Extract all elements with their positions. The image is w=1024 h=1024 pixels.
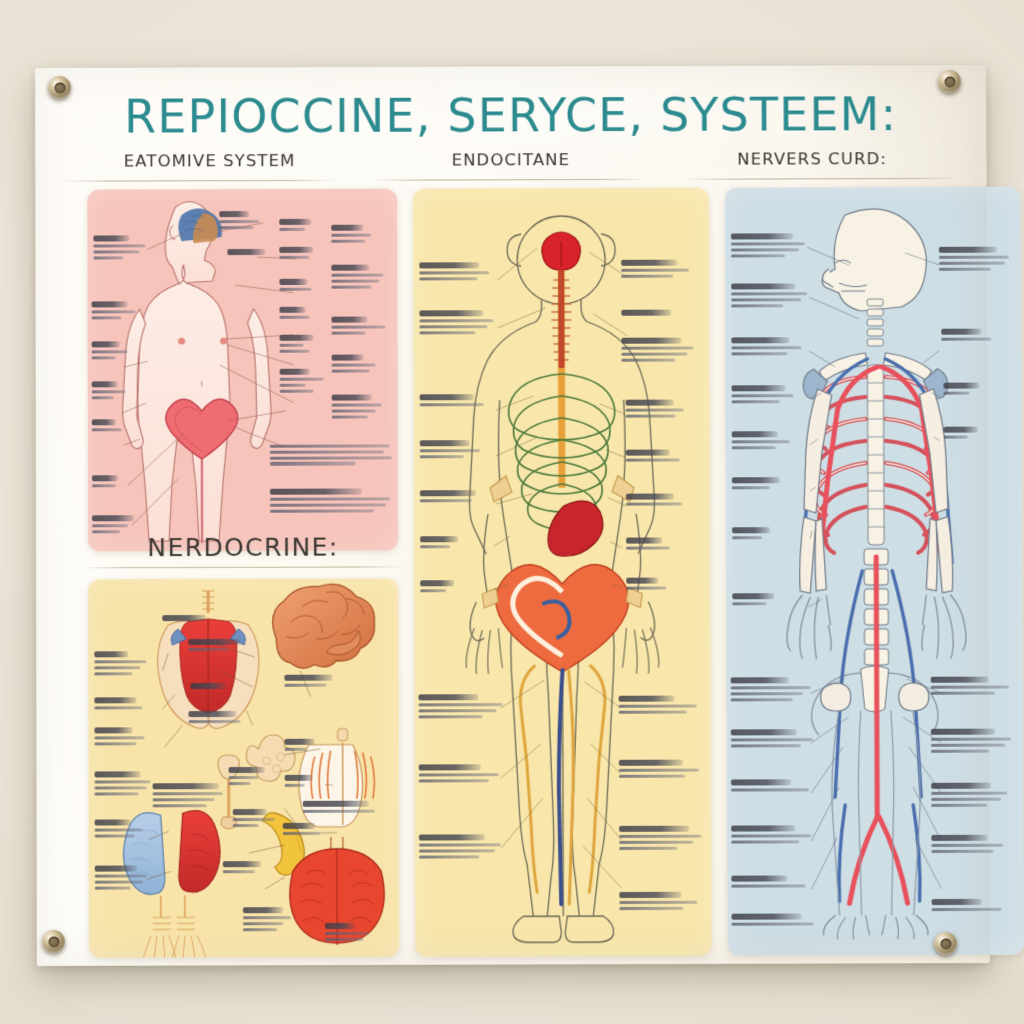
column-subtitle-row: EATOMIVE SYSTEM ENDOCITANE NERVERS CURD: [61,149,960,178]
column-subtitle-nervers: NERVERS CURD: [737,149,888,169]
anatomy-poster: REPIOCCINE, SERYCE, SYSTEEM: EATOMIVE SY… [35,65,1024,967]
reproductive-figure [121,201,296,543]
digestive-nervous-figure [465,215,660,957]
mount-screw-bottom-right [934,932,957,955]
panel-reproductive [87,188,399,552]
divider-3 [684,177,961,180]
subtitle-divider-row [61,177,961,183]
page-title: REPIOCCINE, SERYCE, SYSTEEM: [124,87,898,144]
panel-digestive-nervous [413,187,712,957]
divider-2 [373,178,649,181]
panel-endocrine [88,578,400,958]
column-subtitle-reproductive: EATOMIVE SYSTEM [123,151,296,171]
section-heading-nerdocrine: NERDOCRINE: [147,532,339,563]
endocrine-organs-figure [122,583,399,957]
divider-1 [61,179,338,182]
skeletal-circulatory-figure [786,208,967,956]
column-subtitle-endocitane: ENDOCITANE [451,150,571,170]
mount-screw-top-left [48,76,71,99]
panel-skeletal-circulatory [724,186,1024,956]
mount-screw-bottom-left [42,930,65,953]
mount-screw-top-right [938,70,961,93]
